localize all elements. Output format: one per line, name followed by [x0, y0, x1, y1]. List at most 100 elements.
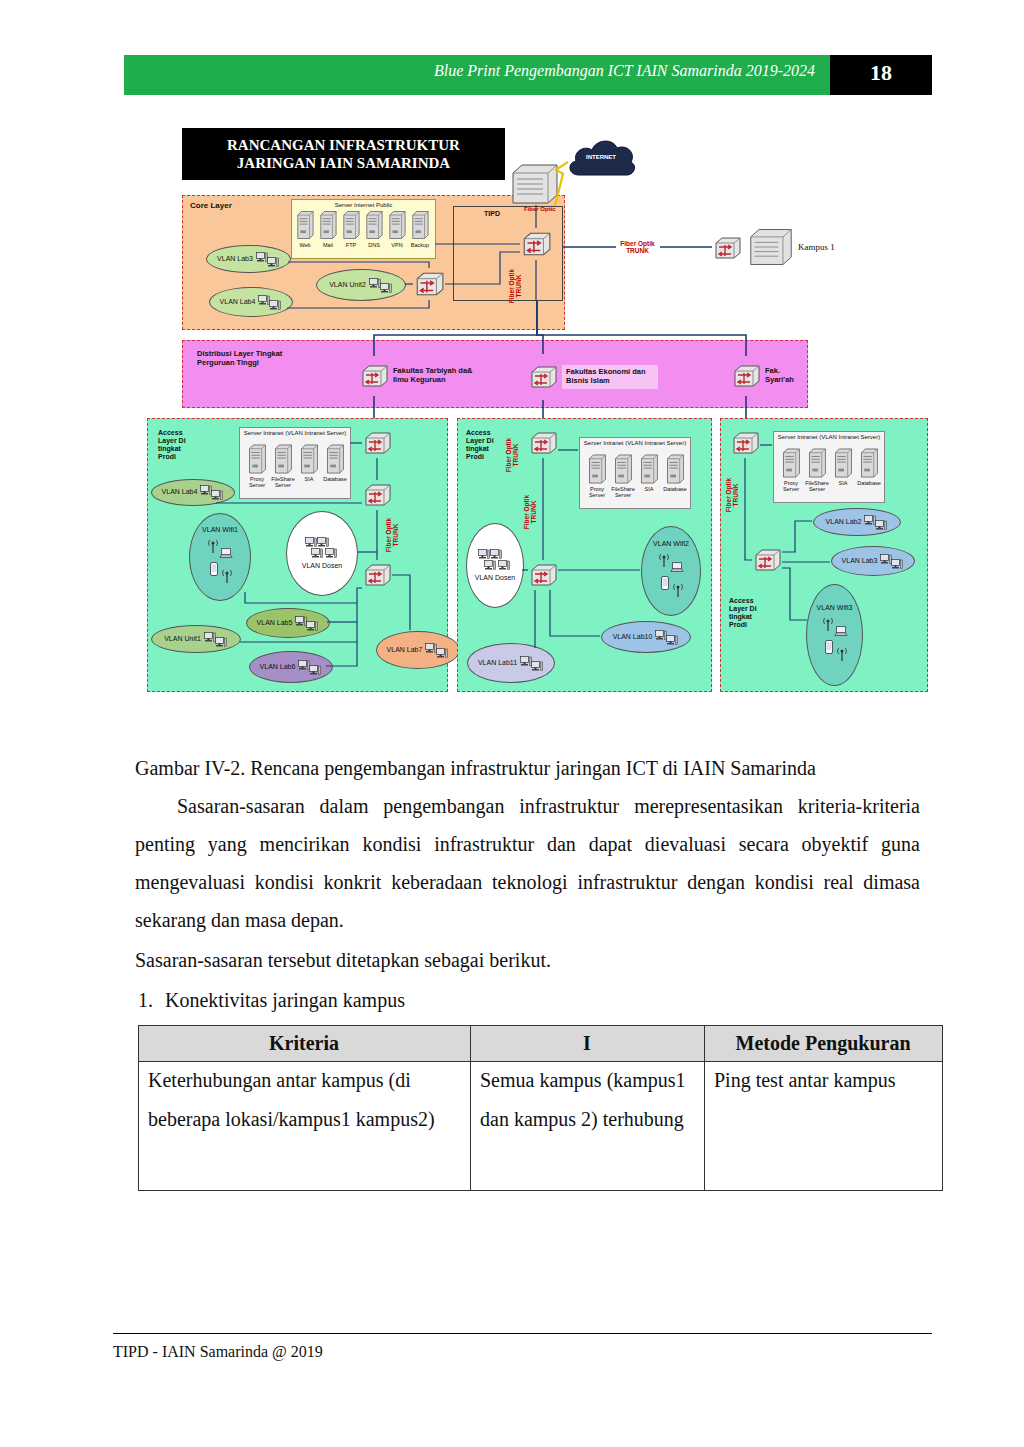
fiber-trunk-connector: [555, 162, 568, 206]
device-icon: [881, 554, 892, 563]
network-wire: [288, 262, 429, 268]
device-icons: [305, 537, 339, 559]
vlan-ellipse: VLAN Lab2: [813, 508, 901, 536]
vlan-ellipse: VLAN Lab7: [376, 631, 460, 669]
server-name: Database: [322, 476, 348, 482]
server-name: SIA: [296, 476, 322, 482]
edge-label: Fiber Optik TRUNK: [616, 239, 660, 256]
network-wire: [558, 449, 578, 450]
device-icon: [834, 626, 846, 635]
diagram-title: RANCANGAN INFRASTRUKTUR JARINGAN IAIN SA…: [211, 136, 476, 172]
server-name: DNS: [362, 242, 386, 248]
device-icon: [810, 449, 826, 477]
device-icons: [256, 252, 280, 267]
device-icon: [211, 562, 218, 575]
device-icons: [369, 278, 393, 293]
device-icon: [201, 486, 212, 495]
vlan-ellipse: VLAN Lab4: [209, 287, 293, 317]
device-icon: [298, 212, 313, 239]
device-icon: [204, 632, 215, 641]
node-text: Fakultas Ekonomi dan Bisnis Islam: [562, 365, 658, 388]
network-wire: [376, 510, 377, 560]
device-icon: [321, 212, 336, 239]
vlan-ellipse: VLAN Lab11: [467, 643, 555, 683]
device-icon: [735, 366, 759, 386]
device-icon: [426, 643, 437, 652]
device-icon: [716, 238, 740, 258]
network-wire: [558, 569, 640, 570]
vlan-ellipse: VLAN Unit2: [316, 269, 406, 301]
device-icon: [734, 433, 758, 453]
network-wire: [287, 300, 429, 308]
node-text: Server Intranet (VLAN Intranet Server): [774, 432, 884, 441]
device-icons: [298, 660, 322, 675]
device-icon: [823, 618, 832, 631]
device-icons: [207, 538, 233, 588]
device-icon: [270, 300, 281, 309]
server-name: Database: [856, 480, 882, 486]
node-text: Access Layer Di tingkat Prodi: [158, 429, 198, 461]
device-icon: [212, 491, 223, 500]
device-icons: [204, 632, 228, 647]
device-icon: [209, 540, 218, 553]
node-text: Fak. Syari'ah: [765, 367, 807, 384]
device-icon: [751, 230, 791, 265]
network-wire: [245, 592, 357, 603]
device-icon: [667, 635, 678, 644]
device-icon: [223, 570, 232, 583]
device-icon: [642, 455, 658, 483]
network-wire: [350, 442, 362, 443]
internet-cloud: INTERNET: [565, 133, 637, 181]
device-icon: [662, 576, 669, 589]
device-icons: [822, 616, 848, 666]
node-text: VLAN Dosen: [475, 574, 515, 582]
server-name: FileShare Server: [804, 480, 830, 493]
device-icon: [259, 295, 270, 304]
fiber-trunk-label: Fiber Optik TRUNK: [508, 263, 523, 309]
table-header: I: [470, 1024, 704, 1062]
list-item: Konektivitas jaringan kampus: [165, 981, 665, 1019]
body-paragraph: Sasaran-sasaran dalam pengembangan infra…: [135, 787, 920, 939]
vlan-ellipse: VLAN Lab5: [246, 608, 330, 638]
vlan-wifi-ellipse: VLAN Wifi3: [806, 584, 863, 686]
network-wire: [745, 458, 752, 560]
network-wire: [240, 641, 357, 642]
faculty-switch: Fakultas Tarbiyah da& Ilmu Keguruan: [359, 356, 483, 396]
device-icon: [660, 554, 669, 567]
device-icon: [485, 560, 496, 569]
running-header: Blue Print Pengembangan ICT IAIN Samarin…: [330, 62, 815, 80]
node-text: VLAN Wifi3: [817, 604, 853, 612]
device-icon: [671, 562, 683, 571]
access-layer-band: Server Intranet (VLAN Intranet Server)VL…: [147, 418, 448, 692]
node-text: VLAN Wifi2: [653, 540, 689, 548]
device-icon: [369, 278, 380, 287]
device-icon: [590, 455, 606, 483]
device-icon: [256, 252, 267, 261]
node-text: VLAN Lab4: [220, 298, 256, 306]
device-icon: [513, 165, 557, 203]
server-name: Mail: [316, 242, 340, 248]
node-text: VLAN Lab3: [842, 557, 878, 565]
network-wire: [358, 551, 377, 552]
device-icons: [731, 361, 761, 391]
node-text: VLAN Unit1: [164, 635, 201, 643]
device-icon: [417, 273, 443, 294]
device-icon: [276, 445, 292, 473]
campus-node: Kampus 1: [712, 225, 882, 269]
device-icon: [825, 640, 832, 653]
device-icon: [437, 648, 448, 657]
device-icon: [344, 212, 359, 239]
device-icon: [299, 660, 310, 669]
network-wire: [522, 569, 528, 570]
network-wire: [376, 458, 377, 480]
page-number: 18: [830, 60, 932, 85]
device-icon: [532, 661, 543, 670]
server-name: FileShare Server: [270, 476, 296, 489]
node-text: VLAN Lab3: [217, 255, 253, 263]
core-layer-band: TIPDServer Internet PublicVLAN Lab3VLAN …: [182, 195, 565, 330]
device-icon: [296, 616, 307, 625]
fiber-trunk-connector: [373, 396, 375, 418]
node-text: VLAN Lab11: [478, 659, 517, 667]
server-name: FTP: [339, 242, 363, 248]
